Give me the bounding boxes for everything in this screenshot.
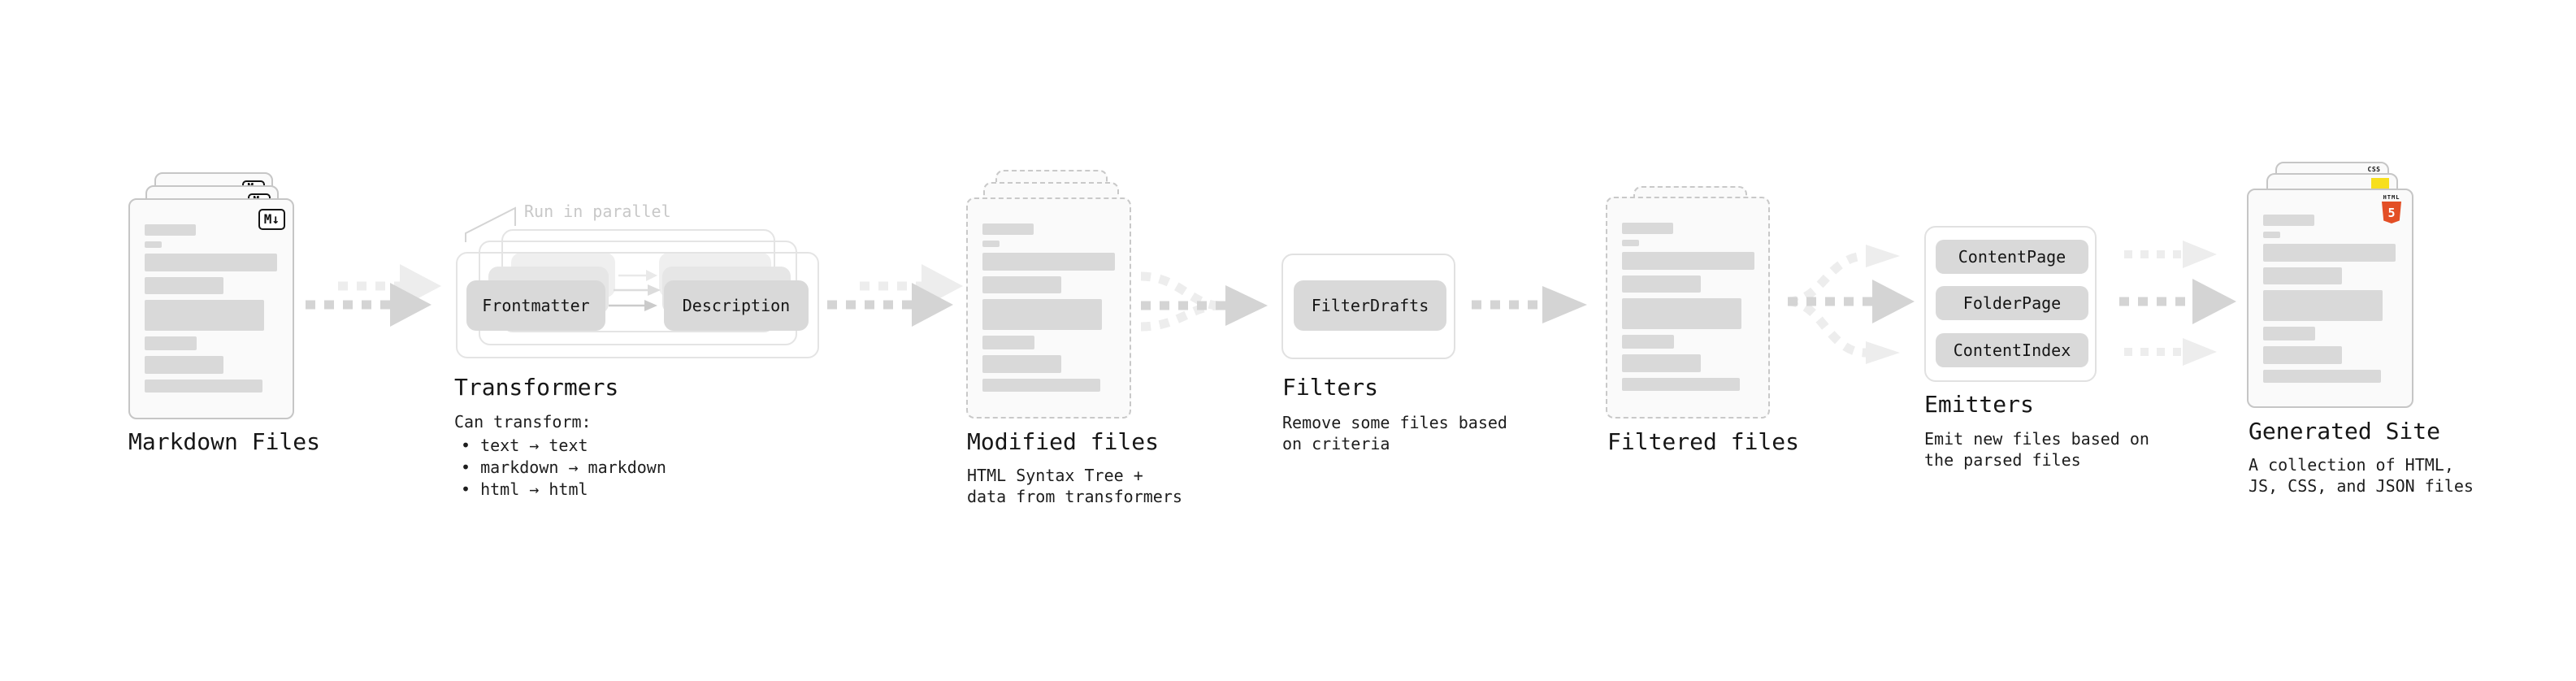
filters-panel: FilterDrafts xyxy=(1281,254,1455,359)
list-item: • html → html xyxy=(461,479,588,499)
placeholder-bar xyxy=(2263,346,2342,364)
run-in-parallel-callout-line xyxy=(465,206,516,242)
placeholder-bar xyxy=(145,300,264,331)
placeholder-bar xyxy=(2263,290,2383,321)
html5-icon: HTML 5 xyxy=(2381,194,2402,223)
emitter-node-contentpage: ContentPage xyxy=(1936,240,2088,274)
modified-file-card-front xyxy=(966,197,1131,419)
generated-site-title: Generated Site xyxy=(2249,418,2441,445)
transformer-node-description: Description xyxy=(664,280,809,331)
transformer-container-front: Frontmatter Description xyxy=(456,252,819,358)
list-item: • markdown → markdown xyxy=(461,458,666,477)
markdown-icon: M↓ xyxy=(258,209,285,230)
filtered-files-title: Filtered files xyxy=(1607,428,1800,455)
placeholder-bar xyxy=(2263,232,2280,238)
generated-site-stack: CSS HTML 5 xyxy=(2247,162,2442,414)
generated-site-description: A collection of HTML, JS, CSS, and JSON … xyxy=(2249,455,2474,496)
transformers-title: Transformers xyxy=(454,374,619,401)
placeholder-bar xyxy=(982,253,1115,271)
placeholder-bar xyxy=(2263,370,2381,383)
arrow-filters-to-filtered xyxy=(1472,286,1587,323)
transformer-node-frontmatter: Frontmatter xyxy=(466,280,605,331)
file-content-placeholder xyxy=(2263,215,2396,388)
markdown-file-card-front: M↓ xyxy=(128,198,294,419)
filters-description: Remove some files based on criteria xyxy=(1282,413,1507,453)
placeholder-bar xyxy=(982,336,1034,349)
emitters-description: Emit new files based on the parsed files xyxy=(1924,429,2149,470)
javascript-icon xyxy=(2371,178,2389,189)
markdown-files-title: Markdown Files xyxy=(128,428,321,455)
placeholder-bar xyxy=(1622,298,1741,329)
placeholder-bar xyxy=(1622,252,1754,270)
placeholder-bar xyxy=(982,276,1061,293)
arrow-transformers-to-modified xyxy=(827,264,963,327)
placeholder-bar xyxy=(1622,354,1701,372)
emitters-title: Emitters xyxy=(1924,391,2034,418)
emitter-node-folderpage: FolderPage xyxy=(1936,286,2088,320)
placeholder-bar xyxy=(982,241,1000,247)
arrow-markdown-to-transformers xyxy=(306,264,441,327)
placeholder-bar xyxy=(145,356,223,374)
emitter-node-contentindex: ContentIndex xyxy=(1936,333,2088,367)
file-content-placeholder xyxy=(1622,223,1754,397)
placeholder-bar xyxy=(2263,327,2315,340)
filtered-files-stack xyxy=(1606,186,1801,430)
placeholder-bar xyxy=(1622,275,1701,293)
file-content-placeholder xyxy=(145,224,277,398)
transformers-subtitle: Can transform: xyxy=(454,412,592,432)
html-file-card: HTML 5 xyxy=(2247,189,2413,408)
placeholder-bar xyxy=(1622,223,1673,234)
placeholder-bar xyxy=(982,379,1100,392)
filtered-file-card-front xyxy=(1606,197,1770,419)
placeholder-bar xyxy=(145,241,162,248)
html5-icon-label: HTML xyxy=(2383,194,2400,201)
placeholder-bar xyxy=(145,380,262,393)
placeholder-bar xyxy=(1622,240,1639,246)
file-content-placeholder xyxy=(982,223,1115,397)
placeholder-bar xyxy=(2263,244,2396,262)
modified-files-title: Modified files xyxy=(967,428,1160,455)
emitters-panel: ContentPage FolderPage ContentIndex xyxy=(1924,226,2097,382)
placeholder-bar xyxy=(982,355,1061,373)
css-icon-label: CSS xyxy=(2367,166,2381,173)
run-in-parallel-note: Run in parallel xyxy=(524,202,671,221)
modified-files-stack xyxy=(966,170,1161,422)
placeholder-bar xyxy=(2263,215,2314,226)
placeholder-bar xyxy=(145,254,277,271)
placeholder-bar xyxy=(1622,378,1740,391)
placeholder-bar xyxy=(145,336,197,350)
list-item: • text → text xyxy=(461,436,588,455)
filters-title: Filters xyxy=(1282,374,1379,401)
arrow-modified-to-filters xyxy=(1140,271,1268,332)
placeholder-bar xyxy=(2263,267,2342,284)
arrow-emitters-to-generated xyxy=(2119,241,2236,366)
html5-icon-number: 5 xyxy=(2387,206,2395,220)
placeholder-bar xyxy=(982,223,1034,235)
placeholder-bar xyxy=(145,224,196,236)
placeholder-bar xyxy=(145,277,223,294)
placeholder-bar xyxy=(982,299,1102,330)
modified-files-description: HTML Syntax Tree + data from transformer… xyxy=(967,466,1182,506)
markdown-files-stack: M↓ M↓ M↓ xyxy=(128,172,332,424)
filter-node-filterdrafts: FilterDrafts xyxy=(1294,280,1446,331)
transformers-capabilities-list: • text → text • markdown → markdown • ht… xyxy=(461,435,666,501)
arrow-filtered-to-emitters xyxy=(1787,245,1915,364)
placeholder-bar xyxy=(1622,335,1674,349)
